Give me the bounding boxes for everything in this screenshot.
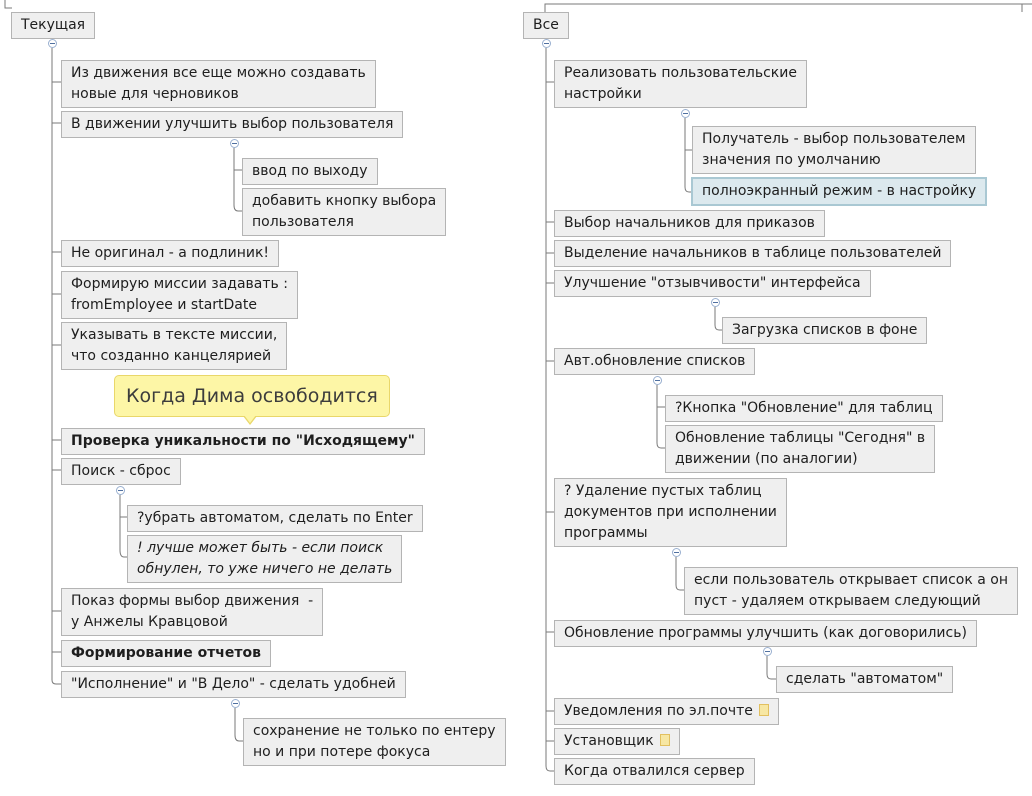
collapse-icon[interactable] <box>231 699 240 708</box>
callout-note[interactable]: Когда Дима освободится <box>114 375 390 425</box>
collapse-icon[interactable] <box>672 548 681 557</box>
subtopic-node[interactable]: сохранение не только по ентеру но и при … <box>243 718 506 766</box>
topic-node[interactable]: В движении улучшить выбор пользователя <box>61 111 404 138</box>
topic-node[interactable]: Авт.обновление списков <box>554 348 756 375</box>
callout-tail <box>243 415 257 425</box>
subtopic-node[interactable]: ?убрать автоматом, сделать по Enter <box>127 505 423 532</box>
collapse-icon[interactable] <box>763 647 772 656</box>
topic-node-with-note[interactable]: Установщик <box>554 728 680 755</box>
topic-node[interactable]: Выделение начальников в таблице пользова… <box>554 240 952 267</box>
topic-node[interactable]: ? Удаление пустых таблиц документов при … <box>554 478 787 547</box>
topic-node[interactable]: Улучшение "отзывчивости" интерфейса <box>554 270 871 297</box>
subtopic-node[interactable]: сделать "автоматом" <box>776 666 954 693</box>
collapse-icon[interactable] <box>230 139 239 148</box>
collapse-icon[interactable] <box>116 486 125 495</box>
topic-node-bold[interactable]: Проверка уникальности по "Исходящему" <box>61 428 425 455</box>
topic-node[interactable]: Обновление программы улучшить (как догов… <box>554 620 977 647</box>
root-node-all[interactable]: Все <box>523 12 569 39</box>
collapse-icon[interactable] <box>542 39 551 48</box>
subtopic-node-selected[interactable]: полноэкранный режим - в настройку <box>691 177 988 206</box>
topic-node[interactable]: Когда отвалился сервер <box>554 758 755 785</box>
topic-node[interactable]: Показ формы выбор движения - у Анжелы Кр… <box>61 588 324 636</box>
note-icon[interactable] <box>758 704 769 716</box>
topic-node[interactable]: Поиск - сброс <box>61 458 181 485</box>
topic-node[interactable]: Из движения все еще можно создавать новы… <box>61 60 376 108</box>
topic-node[interactable]: Указывать в тексте миссии, что созданно … <box>61 322 288 370</box>
subtopic-node[interactable]: Получатель - выбор пользователем значени… <box>692 126 976 174</box>
topic-node[interactable]: "Исполнение" и "В Дело" - сделать удобне… <box>61 671 406 698</box>
subtopic-node[interactable]: добавить кнопку выбора пользователя <box>242 188 447 236</box>
subtopic-node[interactable]: ввод по выходу <box>242 158 378 185</box>
subtopic-node[interactable]: Обновление таблицы "Сегодня" в движении … <box>665 425 936 473</box>
root-node-current[interactable]: Текущая <box>11 12 96 39</box>
topic-node[interactable]: Формирую миссии задавать : fromEmployee … <box>61 271 298 319</box>
subtopic-node[interactable]: Загрузка списков в фоне <box>722 317 928 344</box>
note-icon[interactable] <box>659 734 670 746</box>
collapse-icon[interactable] <box>48 39 57 48</box>
subtopic-node-italic[interactable]: ! лучше может быть - если поиск обнулен,… <box>127 535 403 583</box>
topic-node-with-note[interactable]: Уведомления по эл.почте <box>554 698 779 725</box>
collapse-icon[interactable] <box>681 109 690 118</box>
callout-text: Когда Дима освободится <box>126 385 378 407</box>
topic-node-bold[interactable]: Формирование отчетов <box>61 640 272 667</box>
topic-node[interactable]: Выбор начальников для приказов <box>554 210 825 237</box>
collapse-icon[interactable] <box>653 376 662 385</box>
topic-node[interactable]: Реализовать пользовательские настройки <box>554 60 807 108</box>
subtopic-node[interactable]: ?Кнопка "Обновление" для таблиц <box>665 395 943 422</box>
collapse-icon[interactable] <box>711 298 720 307</box>
topic-node[interactable]: Не оригинал - а подлиник! <box>61 240 280 267</box>
topic-label: Установщик <box>564 733 654 749</box>
topic-label: Уведомления по эл.почте <box>564 703 753 719</box>
subtopic-node[interactable]: если пользователь открывает список а он … <box>684 567 1019 615</box>
